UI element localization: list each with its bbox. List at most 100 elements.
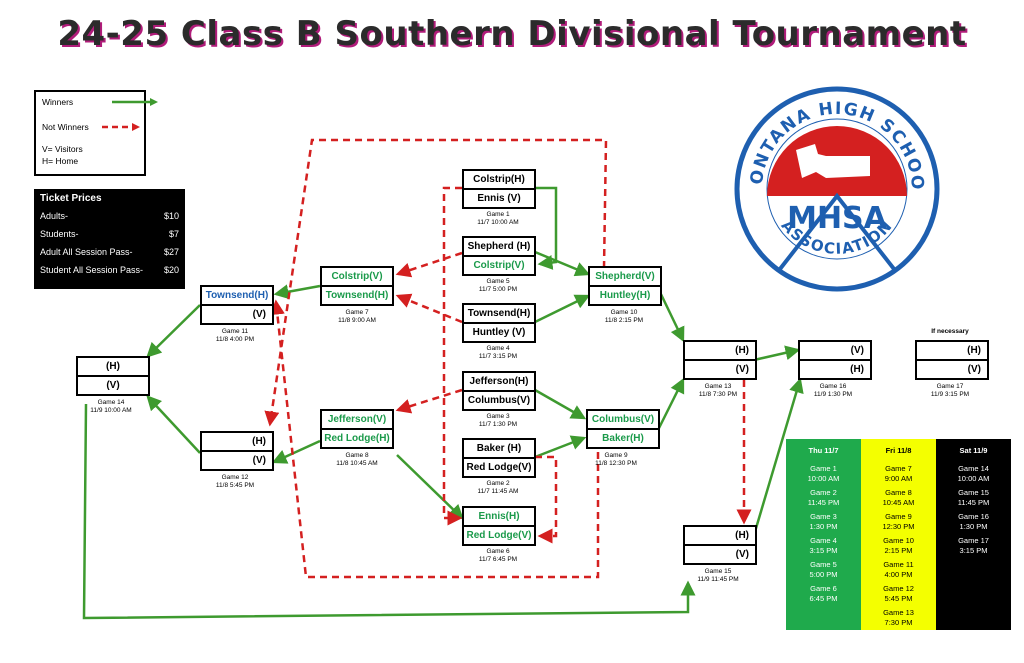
game-7-box[interactable]: Colstrip(V) Townsend(H) [320, 266, 394, 306]
not-winner-line [442, 186, 463, 526]
game-16-home-team: (H) [800, 359, 870, 378]
game-1-box[interactable]: Colstrip(H) Ennis (V) [462, 169, 536, 209]
winner-line [534, 250, 591, 277]
game-14-box[interactable]: (H) (V) [76, 356, 150, 396]
game-17-note: If necessary [931, 328, 969, 335]
schedule-cell [786, 606, 861, 630]
winner-line [534, 294, 591, 324]
winner-line [656, 377, 685, 431]
game-12-box[interactable]: (H) (V) [200, 431, 274, 471]
winner-line [753, 345, 801, 362]
game-13-box[interactable]: (H) (V) [683, 340, 757, 380]
game-13-home-team: (H) [735, 345, 749, 356]
game-8-visitor-team: Jefferson(V) [327, 414, 387, 425]
not-winner-arrow-icon [102, 123, 140, 131]
game-3-home-team: Jefferson(H) [469, 376, 529, 387]
game-3-visitor-team: Columbus(V) [464, 390, 534, 409]
game-9-box[interactable]: Columbus(V) Baker(H) [586, 409, 660, 449]
winner-line [534, 435, 587, 459]
game-8-home-team: Red Lodge(H) [322, 428, 392, 447]
winner-line [656, 287, 685, 343]
winner-arrow-icon [112, 98, 158, 106]
schedule-cell [936, 582, 1011, 606]
game-2-home-team: Baker (H) [476, 443, 522, 454]
ticket-row: Students-$7 [40, 229, 179, 239]
game-6-box[interactable]: Ennis(H) Red Lodge(V) [462, 506, 536, 546]
game-5-box[interactable]: Shepherd (H) Colstrip(V) [462, 236, 536, 276]
winner-line [273, 284, 321, 300]
game-3-box[interactable]: Jefferson(H) Columbus(V) [462, 371, 536, 411]
schedule-cell [936, 606, 1011, 630]
not-winner-line [395, 388, 463, 414]
legend-winners-label: Winners [42, 97, 74, 107]
not-winner-line [264, 138, 608, 427]
game-15-box[interactable]: (H) (V) [683, 525, 757, 565]
winner-line [535, 186, 558, 270]
schedule-header-row: Thu 11/7 Fri 11/8 Sat 11/9 [786, 439, 1011, 462]
legend-visitors-label: V= Visitors [42, 144, 83, 154]
game-4-home-team: Townsend(H) [467, 308, 531, 319]
winner-line [396, 454, 464, 520]
game-11-box[interactable]: Townsend(H) (V) [200, 285, 274, 325]
game-2-visitor-team: Red Lodge(V) [464, 457, 534, 476]
game-15-home-team: (H) [735, 530, 749, 541]
winner-line [271, 439, 321, 464]
legend-home-label: H= Home [42, 156, 79, 166]
winner-line [752, 377, 804, 536]
game-1-visitor-team: Ennis (V) [464, 188, 534, 207]
game-16-box[interactable]: (V) (H) [798, 340, 872, 380]
game-9-home-team: Baker(H) [588, 428, 658, 447]
game-1-home-team: Colstrip(H) [473, 174, 525, 185]
game-4-visitor-team: Huntley (V) [464, 322, 534, 341]
game-9-visitor-team: Columbus(V) [591, 414, 655, 425]
schedule-header-sat: Sat 11/9 [936, 439, 1011, 462]
ticket-row: Adults-$10 [40, 211, 179, 221]
game-10-box[interactable]: Shepherd(V) Huntley(H) [588, 266, 662, 306]
legend: Winners Not Winners V= Visitors H= Home [34, 90, 158, 176]
game-6-home-team: Ennis(H) [478, 511, 520, 522]
game-8-box[interactable]: Jefferson(V) Red Lodge(H) [320, 409, 394, 449]
game-4-box[interactable]: Townsend(H) Huntley (V) [462, 303, 536, 343]
game-11-visitor-team: (V) [202, 304, 272, 323]
game-14-visitor-team: (V) [78, 375, 148, 394]
game-15-visitor-team: (V) [685, 544, 755, 563]
schedule-header-fri: Fri 11/8 [861, 439, 936, 462]
schedule-cell [936, 558, 1011, 582]
ticket-prices-heading: Ticket Prices [40, 193, 102, 204]
game-7-visitor-team: Colstrip(V) [331, 271, 383, 282]
game-17-box[interactable]: (H) (V) [915, 340, 989, 380]
game-2-box[interactable]: Baker (H) Red Lodge(V) [462, 438, 536, 478]
